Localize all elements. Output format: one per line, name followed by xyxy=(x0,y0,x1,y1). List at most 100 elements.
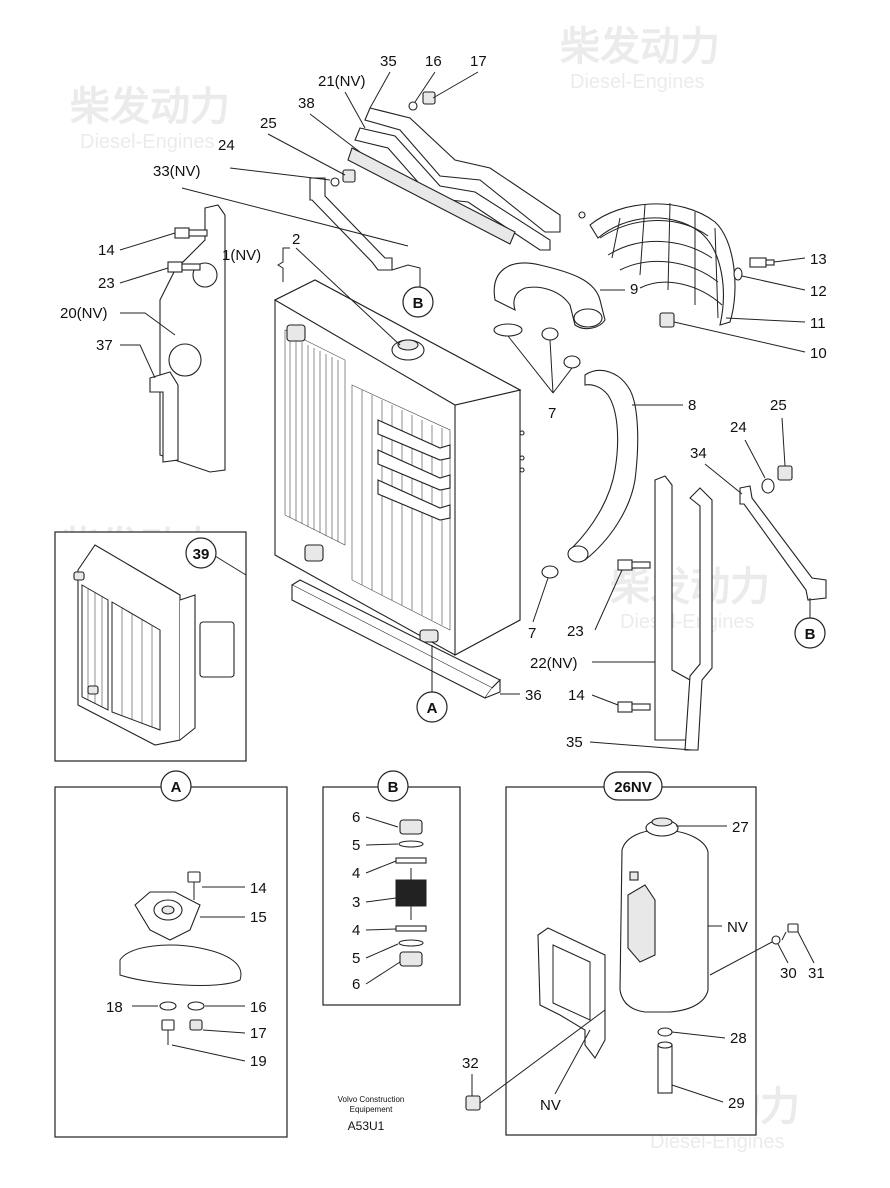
pipe-29 xyxy=(657,1041,673,1094)
maker-line-1: Volvo Construction xyxy=(338,1095,405,1104)
watermark-cn: 柴发动力 xyxy=(610,565,770,609)
label-a-17: 17 xyxy=(250,1025,267,1042)
hose-9 xyxy=(493,262,606,330)
label-b-5b: 5 xyxy=(352,950,360,967)
callout-b-right: B xyxy=(794,617,826,649)
bracket-nv xyxy=(537,927,606,1059)
damper-3 xyxy=(395,868,427,920)
plate-4a xyxy=(395,857,427,864)
footer: Volvo Construction Equipement A53U1 xyxy=(338,1095,405,1133)
label-21: 21(NV) xyxy=(318,73,366,90)
label-26-29: 29 xyxy=(728,1095,745,1112)
label-12: 12 xyxy=(810,283,827,300)
label-b-4a: 4 xyxy=(352,865,360,882)
bolt-19 xyxy=(161,1019,175,1031)
hose-37 xyxy=(149,371,179,463)
bolt-23-left xyxy=(167,261,201,273)
label-35-bottom: 35 xyxy=(566,734,583,751)
rod-35-right xyxy=(684,487,713,751)
bolt-13 xyxy=(749,257,775,268)
top-bracket-35 xyxy=(364,107,561,233)
top-strip-21 xyxy=(354,127,551,251)
washer-24 xyxy=(330,177,340,187)
washer-24-right xyxy=(761,478,775,494)
leader-33 xyxy=(181,187,409,247)
washer-18 xyxy=(159,1001,177,1011)
label-a-19: 19 xyxy=(250,1053,267,1070)
callout-b-top: B xyxy=(402,286,434,318)
label-34: 34 xyxy=(690,445,707,462)
detail-39-radiator xyxy=(73,544,235,746)
detail-b: B 6 5 4 3 4 5 6 xyxy=(322,770,461,1006)
detail-a: A 14 15 18 16 17 19 xyxy=(54,770,288,1138)
leader-2 xyxy=(295,247,401,346)
label-9: 9 xyxy=(630,281,638,298)
nut-25 xyxy=(342,169,356,183)
label-2: 2 xyxy=(292,231,300,248)
washer-30 xyxy=(771,935,781,945)
washer-5b xyxy=(398,939,424,947)
callout-b-top-label: B xyxy=(413,295,424,312)
bolt-14-right xyxy=(617,701,651,713)
callout-39-label: 39 xyxy=(193,546,210,563)
base-strip-36 xyxy=(290,579,501,699)
nut-17-detail xyxy=(189,1019,203,1031)
watermark-en: Diesel-Engines xyxy=(620,611,755,633)
washer-16-detail xyxy=(187,1001,205,1011)
label-b-5a: 5 xyxy=(352,837,360,854)
nut-17 xyxy=(422,91,436,105)
label-26-32: 32 xyxy=(462,1055,479,1072)
nut-6b xyxy=(399,951,423,967)
label-25-right: 25 xyxy=(770,397,787,414)
drawing-code: A53U1 xyxy=(348,1119,385,1133)
washer-16 xyxy=(408,101,418,111)
label-26-27: 27 xyxy=(732,819,749,836)
label-11: 11 xyxy=(810,315,826,332)
label-35-top: 35 xyxy=(380,53,397,70)
screw-31 xyxy=(781,923,799,941)
label-26-nv-tank: NV xyxy=(727,919,748,936)
clamp-7b xyxy=(541,327,559,341)
watermark-cn: 柴发动力 xyxy=(70,85,230,129)
label-25-top: 25 xyxy=(260,115,277,132)
detail-a-title: A xyxy=(171,779,182,796)
fan-guard-11 xyxy=(578,202,736,326)
maker-line-2: Equipement xyxy=(350,1105,393,1114)
label-13: 13 xyxy=(810,251,827,268)
filler-cap-2 xyxy=(391,339,425,361)
clip-10 xyxy=(659,312,675,328)
label-b-6b: 6 xyxy=(352,976,360,993)
detail-26: 26NV 27 NV 30 31 28 xyxy=(462,771,825,1136)
bolt-23-right xyxy=(617,559,651,571)
label-a-18: 18 xyxy=(106,999,123,1016)
watermark-en: Diesel-Engines xyxy=(570,71,705,93)
label-14-right: 14 xyxy=(568,687,585,704)
label-8: 8 xyxy=(688,397,696,414)
label-36: 36 xyxy=(525,687,542,704)
clamp-7c xyxy=(563,355,581,369)
callout-a-label: A xyxy=(427,700,438,717)
label-26-28: 28 xyxy=(730,1030,747,1047)
label-b-3: 3 xyxy=(352,894,360,911)
leader-b-top xyxy=(391,264,421,288)
label-b-4b: 4 xyxy=(352,922,360,939)
label-37: 37 xyxy=(96,337,113,354)
nut-6a xyxy=(399,819,423,835)
side-plate-22 xyxy=(654,475,691,741)
clamp-7a xyxy=(493,323,523,337)
label-16-top: 16 xyxy=(425,53,442,70)
bracket-34 xyxy=(739,485,827,601)
label-7b: 7 xyxy=(528,625,536,642)
label-33: 33(NV) xyxy=(153,163,201,180)
label-24-right: 24 xyxy=(730,419,747,436)
watermark-en: Diesel-Engines xyxy=(80,131,215,153)
washer-12 xyxy=(733,267,743,281)
label-23-left: 23 xyxy=(98,275,115,292)
mount-plate xyxy=(119,944,242,986)
bolt-14-detail-a xyxy=(187,871,201,883)
expansion-tank xyxy=(619,817,709,1013)
hose-8 xyxy=(567,370,639,563)
washer-5a xyxy=(398,840,424,848)
main-labels: 35 16 17 21(NV) 38 25 24 33(NV) 14 23 1(… xyxy=(60,53,827,751)
